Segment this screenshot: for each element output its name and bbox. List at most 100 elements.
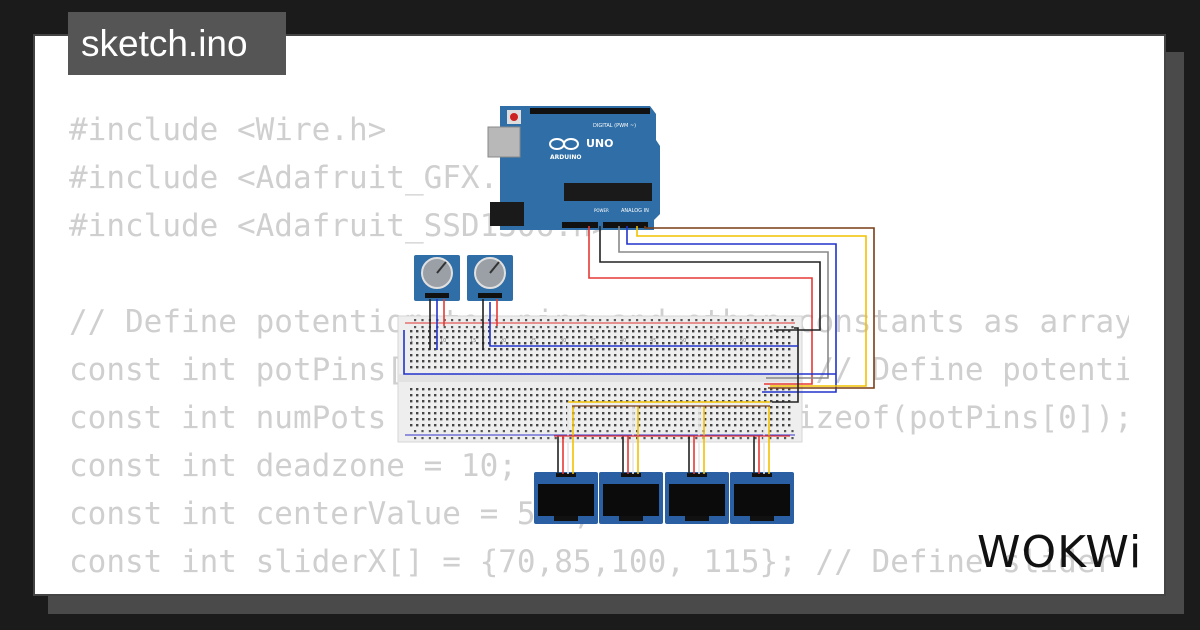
breadboard-rail-hole [784,326,787,329]
breadboard-hole [548,366,551,369]
breadboard-hole [530,366,533,369]
breadboard-hole [662,342,665,345]
breadboard-hole [674,336,677,339]
breadboard-hole [530,336,533,339]
breadboard-rail-hole [673,319,676,322]
breadboard-hole [650,424,653,427]
oled-displays[interactable] [534,472,794,524]
wire-gnd-rail [772,327,799,403]
potentiometer-2[interactable] [467,255,513,301]
potentiometer-1[interactable] [414,255,460,301]
breadboard-rail-hole [621,430,624,433]
breadboard-hole [656,418,659,421]
breadboard-hole [560,424,563,427]
breadboard-hole [512,424,515,427]
breadboard-rail-hole [510,430,513,433]
breadboard-hole [776,360,779,363]
breadboard-rail-hole [606,430,609,433]
breadboard-rail-hole [761,326,764,329]
breadboard-hole [608,360,611,363]
breadboard-hole [746,342,749,345]
breadboard-hole [656,348,659,351]
breadboard-hole [788,360,791,363]
breadboard-hole [464,418,467,421]
breadboard-hole [434,330,437,333]
breadboard-hole [452,342,455,345]
oled-display-1[interactable] [534,472,598,524]
breadboard-hole [458,360,461,363]
breadboard-hole [518,406,521,409]
breadboard-hole [440,366,443,369]
breadboard-hole [650,360,653,363]
breadboard-hole [542,418,545,421]
breadboard-hole [530,400,533,403]
breadboard-hole [662,406,665,409]
breadboard-hole [476,406,479,409]
breadboard-hole [686,336,689,339]
breadboard-hole [422,342,425,345]
breadboard-hole [554,394,557,397]
breadboard-hole [752,418,755,421]
breadboard-rail-hole [776,319,779,322]
breadboard-hole [500,394,503,397]
breadboard-hole [590,354,593,357]
breadboard-hole [524,348,527,351]
breadboard-column-label: 1 [410,338,413,344]
breadboard-rail-hole [673,326,676,329]
breadboard-hole [728,394,731,397]
breadboard-hole [782,336,785,339]
wire-a1 [626,226,837,393]
breadboard-hole [524,400,527,403]
breadboard-hole [452,360,455,363]
breadboard-hole [590,406,593,409]
breadboard-rail-hole [569,319,572,322]
breadboard-hole [758,366,761,369]
breadboard-hole [410,424,413,427]
breadboard-hole [704,342,707,345]
breadboard-hole [590,336,593,339]
breadboard-hole [626,394,629,397]
breadboard-hole [410,336,413,339]
analog-pin-header [603,222,648,228]
breadboard-hole [542,360,545,363]
breadboard-rail-hole [539,430,542,433]
breadboard-hole [776,330,779,333]
breadboard-rail-hole [769,430,772,433]
breadboard-hole [506,412,509,415]
breadboard-hole [662,394,665,397]
breadboard-hole [518,330,521,333]
oled-display-4[interactable] [730,472,794,524]
breadboard-rail-hole [451,319,454,322]
breadboard-rail-hole [547,437,550,440]
breadboard-hole [752,360,755,363]
breadboard-hole [506,360,509,363]
breadboard-hole [422,406,425,409]
reset-button[interactable] [510,113,518,121]
arduino-uno[interactable]: UNO ARDUINO DIGITAL (PWM ~) ANALOG IN PO… [487,106,660,230]
oled-display-3[interactable] [665,472,729,524]
breadboard-hole [542,336,545,339]
breadboard-hole [464,366,467,369]
breadboard-hole [488,354,491,357]
breadboard-hole [776,406,779,409]
breadboard-hole [446,418,449,421]
breadboard-hole [662,348,665,351]
breadboard-rail-hole [724,326,727,329]
breadboard-hole [410,412,413,415]
oled-display-2[interactable] [599,472,663,524]
breadboard-hole [782,342,785,345]
breadboard-rail-hole [576,319,579,322]
breadboard-hole [614,406,617,409]
breadboard-rail-hole [502,326,505,329]
breadboard-hole [560,388,563,391]
breadboard-hole [548,330,551,333]
breadboard-hole [632,348,635,351]
breadboard-hole [476,394,479,397]
breadboard-hole [740,418,743,421]
file-tab[interactable]: sketch.ino [68,12,286,75]
breadboard-hole [758,394,761,397]
breadboard-column-label: 35 [590,338,596,344]
breadboard-channel [398,374,802,382]
